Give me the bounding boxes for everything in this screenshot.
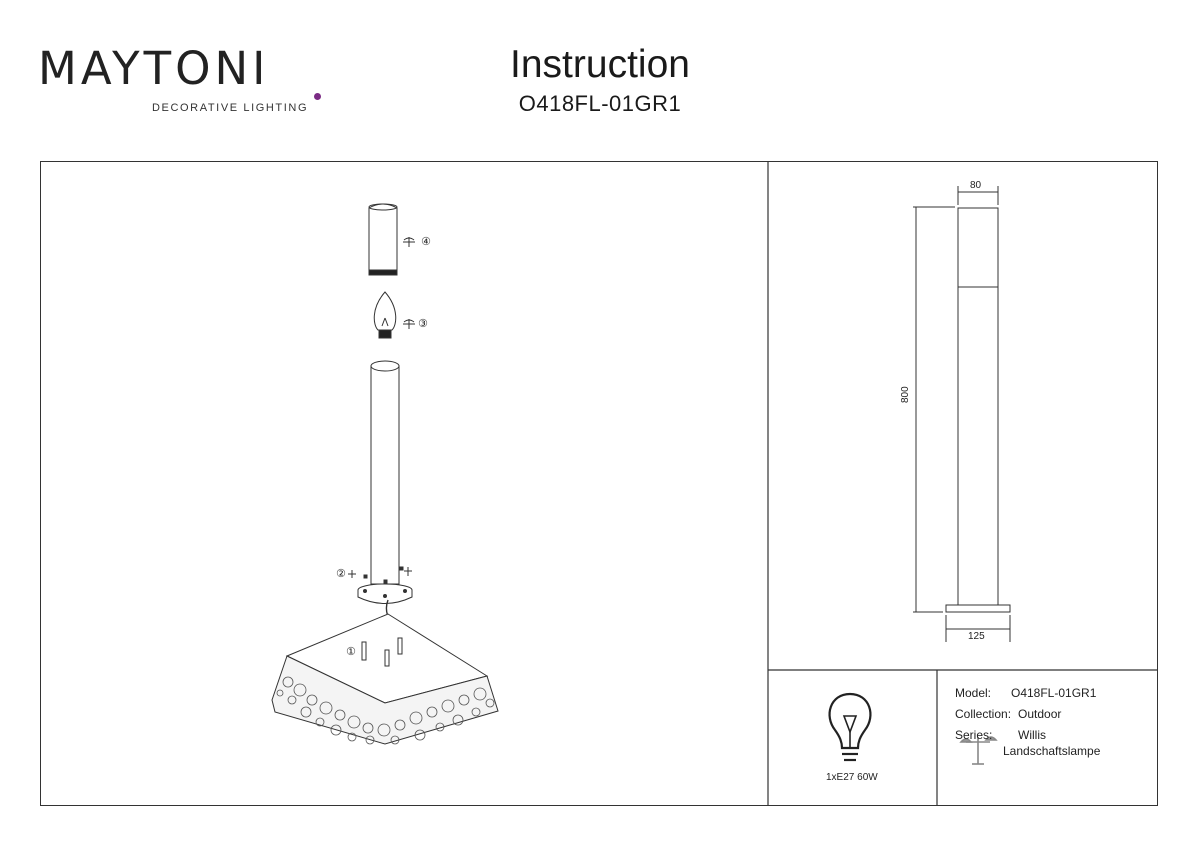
step-number-4: ④ [421,236,431,248]
height-label: 800 [900,386,911,403]
model-value: O418FL-01GR1 [1011,686,1097,700]
brand-logo: MAYTONI DECORATIVE LIGHTING [38,42,321,116]
collection-value: Outdoor [1018,707,1062,721]
lamp-type-value: Landschaftslampe [1003,744,1101,758]
base-width-label: 125 [968,631,985,642]
step-number-1: ① [346,646,356,658]
brand-accent-dot [314,93,321,100]
instruction-frame [40,161,1158,806]
bulb-spec: 1xE27 60W [826,772,878,783]
top-width-label: 80 [970,180,982,191]
series-label: Series: [955,728,993,742]
document-title: Instruction [510,43,690,86]
brand-tagline: DECORATIVE LIGHTING [152,102,309,114]
step-number-2: ② [336,568,346,580]
step-number-3: ③ [418,318,428,330]
document-model-code: O418FL-01GR1 [518,91,682,116]
collection-label: Collection: [955,707,1012,721]
model-label: Model: [955,686,992,700]
brand-name: MAYTONI [38,42,270,95]
series-value: Willis [1018,728,1046,742]
